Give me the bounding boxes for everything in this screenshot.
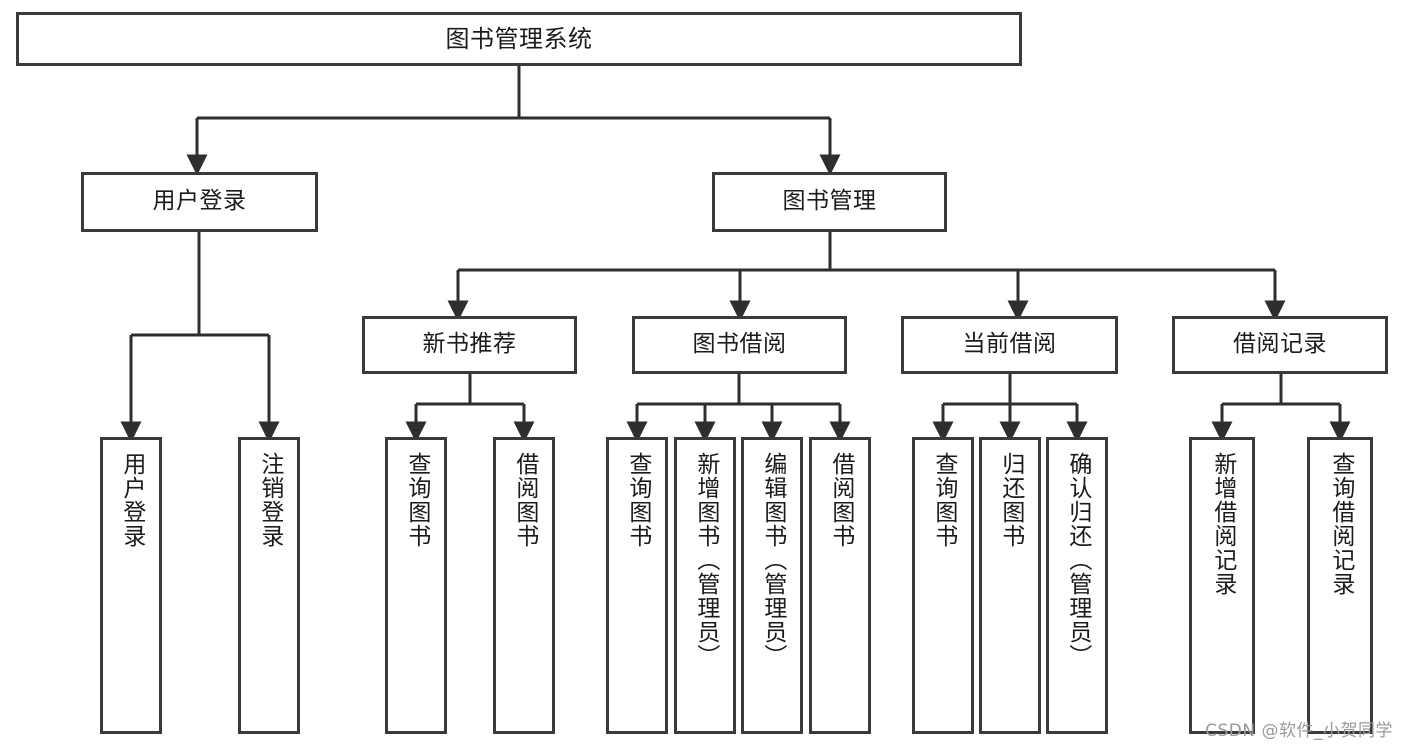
node-label: 编辑图书（管理员） [759, 452, 786, 668]
leaf-book-borrow-add-book-admin[interactable]: 新增图书（管理员） [674, 437, 736, 734]
node-label: 用户登录 [118, 452, 145, 548]
leaf-current-borrow-confirm-return-admin[interactable]: 确认归还（管理员） [1046, 437, 1108, 734]
node-new-book-recommendation[interactable]: 新书推荐 [362, 316, 577, 374]
node-label: 借阅图书 [511, 452, 538, 548]
node-label: 注销登录 [256, 452, 283, 548]
node-label: 借阅记录 [1233, 331, 1327, 358]
node-label: 图书管理系统 [445, 24, 593, 53]
leaf-new-book-borrow-books[interactable]: 借阅图书 [493, 437, 555, 734]
node-label: 新书推荐 [422, 331, 517, 358]
leaf-user-login-logout[interactable]: 注销登录 [238, 437, 300, 734]
leaf-book-borrow-borrow-books[interactable]: 借阅图书 [809, 437, 871, 734]
node-label: 图书管理 [782, 188, 877, 215]
leaf-current-borrow-return-books[interactable]: 归还图书 [979, 437, 1041, 734]
leaf-borrow-record-add-record[interactable]: 新增借阅记录 [1189, 437, 1255, 734]
node-label: 查询图书 [403, 452, 430, 548]
node-label: 图书借阅 [692, 331, 787, 358]
node-label: 新增借阅记录 [1209, 452, 1236, 596]
node-root-book-management-system[interactable]: 图书管理系统 [16, 12, 1022, 66]
node-book-management[interactable]: 图书管理 [712, 172, 947, 232]
node-label: 查询借阅记录 [1327, 452, 1354, 596]
node-label: 查询图书 [930, 452, 957, 548]
leaf-user-login-login[interactable]: 用户登录 [100, 437, 162, 734]
node-borrowing-record[interactable]: 借阅记录 [1172, 316, 1388, 374]
leaf-book-borrow-query-books[interactable]: 查询图书 [606, 437, 668, 734]
leaf-borrow-record-query-record[interactable]: 查询借阅记录 [1307, 437, 1373, 734]
node-user-login[interactable]: 用户登录 [81, 172, 318, 232]
node-label: 用户登录 [152, 188, 247, 215]
node-label: 查询图书 [624, 452, 651, 548]
leaf-book-borrow-edit-book-admin[interactable]: 编辑图书（管理员） [741, 437, 803, 734]
leaf-current-borrow-query-books[interactable]: 查询图书 [912, 437, 974, 734]
watermark: CSDN @软件_小贺同学 [1205, 721, 1393, 741]
node-book-borrowing[interactable]: 图书借阅 [632, 316, 847, 374]
node-label: 归还图书 [997, 452, 1024, 548]
leaf-new-book-query-books[interactable]: 查询图书 [385, 437, 447, 734]
node-current-borrowing[interactable]: 当前借阅 [901, 316, 1118, 374]
node-label: 确认归还（管理员） [1064, 452, 1091, 668]
node-label: 借阅图书 [827, 452, 854, 548]
node-label: 新增图书（管理员） [692, 452, 719, 668]
node-label: 当前借阅 [962, 331, 1057, 358]
